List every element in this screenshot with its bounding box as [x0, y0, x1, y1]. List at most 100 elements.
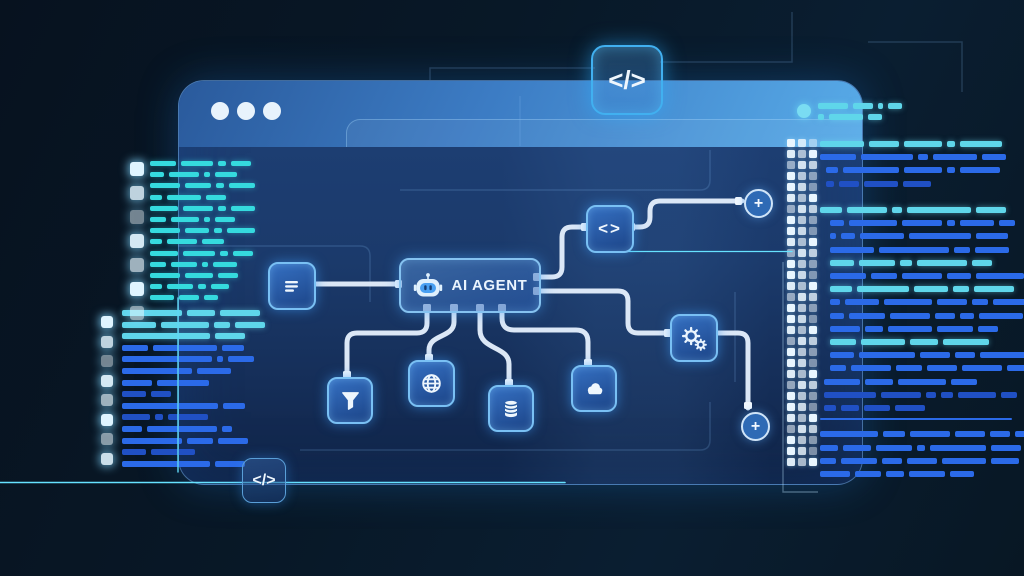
gears-icon	[681, 326, 707, 351]
dot-matrix-cell	[798, 293, 806, 301]
dot-matrix-cell	[787, 458, 795, 466]
filter-node[interactable]	[327, 377, 373, 424]
dot-matrix-cell	[798, 216, 806, 224]
dot-matrix-cell	[809, 403, 817, 411]
dot-matrix-cell	[809, 139, 817, 147]
dot-matrix-cell	[809, 194, 817, 202]
dot-matrix-cell	[809, 227, 817, 235]
led-cell	[130, 258, 144, 272]
dot-matrix-cell	[798, 348, 806, 356]
dot-matrix-cell	[798, 172, 806, 180]
dot-matrix-cell	[809, 348, 817, 356]
content-highlight-band	[501, 147, 771, 484]
globe-icon	[422, 374, 441, 393]
dot-matrix-cell	[798, 238, 806, 246]
dot-matrix-cell	[809, 150, 817, 158]
dot-matrix-cell	[798, 315, 806, 323]
plus-icon: +	[753, 194, 764, 212]
dot-matrix-cell	[809, 238, 817, 246]
led-cell	[130, 282, 144, 296]
dot-matrix-cell	[798, 381, 806, 389]
web-node[interactable]	[408, 360, 455, 407]
dot-matrix-cell	[787, 172, 795, 180]
dot-matrix-cell	[787, 260, 795, 268]
dot-matrix-cell	[809, 425, 817, 433]
dot-matrix-cell	[787, 414, 795, 422]
dot-matrix-cell	[798, 161, 806, 169]
window-control-dot-2[interactable]	[237, 102, 255, 120]
ai-agent-node[interactable]: AI AGENT	[399, 258, 541, 313]
add-node-button-top[interactable]: +	[744, 189, 773, 218]
plus-icon: +	[750, 417, 761, 435]
dot-matrix-cell	[798, 337, 806, 345]
dot-matrix-cell	[787, 249, 795, 257]
code-slash-icon: </>	[608, 64, 646, 95]
dot-matrix-cell	[787, 161, 795, 169]
led-cell	[130, 234, 144, 248]
dot-matrix-cell	[798, 205, 806, 213]
dot-matrix-cell	[798, 227, 806, 235]
dot-matrix-cell	[798, 447, 806, 455]
led-cell	[101, 335, 113, 348]
led-cell	[101, 452, 113, 465]
code-badge-bottom[interactable]: </>	[242, 458, 286, 503]
ai-agent-label: AI AGENT	[451, 277, 528, 294]
dot-matrix-cell	[809, 436, 817, 444]
settings-node[interactable]	[670, 314, 718, 362]
code-badge-top[interactable]: </>	[591, 45, 663, 115]
dot-matrix-cell	[809, 205, 817, 213]
database-node[interactable]	[488, 385, 534, 432]
dot-matrix-cell	[798, 458, 806, 466]
window-control-dot-3[interactable]	[263, 102, 281, 120]
code-node[interactable]: <>	[586, 205, 634, 253]
dot-matrix-cell	[787, 447, 795, 455]
led-cell	[101, 394, 113, 406]
dot-matrix-cell	[787, 425, 795, 433]
add-node-button-bottom[interactable]: +	[741, 412, 770, 441]
dot-matrix-cell	[787, 381, 795, 389]
dot-matrix-cell	[809, 326, 817, 334]
list-node[interactable]	[268, 262, 316, 310]
dot-matrix-cell	[798, 414, 806, 422]
dot-matrix-cell	[809, 458, 817, 466]
dot-matrix-cell	[809, 271, 817, 279]
dot-matrix-cell	[787, 403, 795, 411]
led-cell	[130, 162, 144, 176]
database-icon	[504, 400, 518, 417]
led-cell	[101, 316, 113, 328]
code-brackets-icon: <>	[598, 219, 622, 238]
dot-matrix-cell	[787, 304, 795, 312]
dot-matrix-cell	[798, 425, 806, 433]
dot-matrix-cell	[809, 447, 817, 455]
dot-matrix-cell	[809, 359, 817, 367]
dot-matrix-cell	[787, 315, 795, 323]
filter-icon	[341, 392, 359, 410]
led-cell	[101, 355, 113, 367]
dot-matrix-cell	[798, 392, 806, 400]
titlebar-bullet-icon	[797, 104, 811, 118]
dot-matrix-cell	[809, 392, 817, 400]
dot-matrix-cell	[787, 227, 795, 235]
led-cell	[101, 374, 113, 387]
dot-matrix-cell	[809, 183, 817, 191]
dot-matrix-cell	[787, 238, 795, 246]
dot-matrix-cell	[787, 139, 795, 147]
dot-matrix-cell	[798, 436, 806, 444]
dot-matrix-cell	[787, 392, 795, 400]
dot-matrix-cell	[798, 260, 806, 268]
cloud-node[interactable]	[571, 365, 617, 412]
dot-matrix-cell	[798, 271, 806, 279]
dot-matrix-cell	[787, 436, 795, 444]
dot-matrix-cell	[798, 194, 806, 202]
dot-matrix-cell	[809, 381, 817, 389]
dot-matrix-cell	[809, 337, 817, 345]
window-control-dot-1[interactable]	[211, 102, 229, 120]
dot-matrix-cell	[787, 326, 795, 334]
dot-matrix-cell	[787, 370, 795, 378]
led-cell	[130, 210, 144, 224]
titlebar-panel	[346, 119, 862, 147]
dot-matrix-cell	[809, 370, 817, 378]
dot-matrix-cell	[787, 216, 795, 224]
code-slash-icon: </>	[252, 471, 276, 489]
dot-matrix-cell	[809, 293, 817, 301]
